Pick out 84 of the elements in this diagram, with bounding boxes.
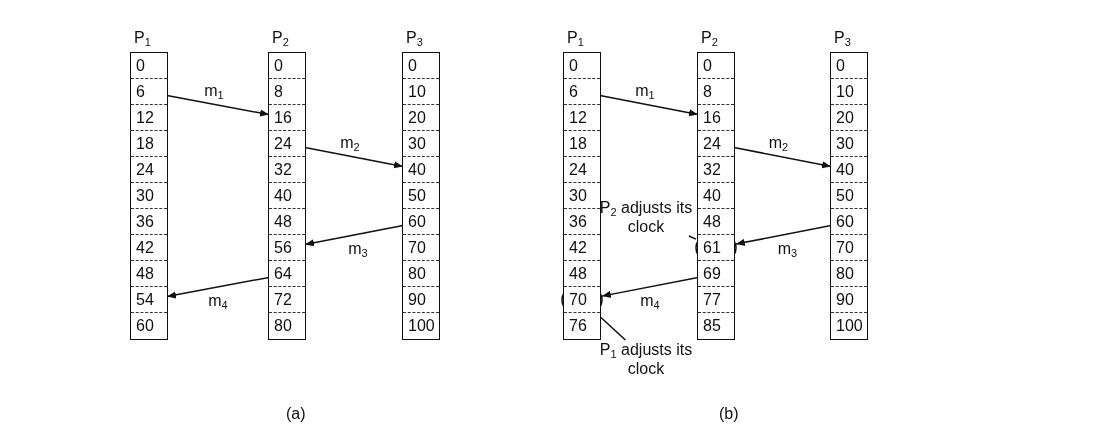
clock-value-cell: 32 (269, 157, 305, 183)
clock-value-cell: 0 (269, 53, 305, 79)
message-arrow (304, 224, 404, 247)
clock-value-cell: 60 (131, 313, 167, 339)
clock-value-cell: 48 (131, 261, 167, 287)
process-label: P$_{1}$ (134, 29, 151, 47)
clock-value-cell: 36 (131, 209, 167, 235)
clock-value-cell: 80 (831, 261, 867, 287)
message-arrow (166, 94, 270, 117)
clock-value-cell: 70 (403, 235, 439, 261)
clock-value-cell: 24 (698, 131, 734, 157)
clock-value-cell: 0 (403, 53, 439, 79)
clock-value-cell: 42 (131, 235, 167, 261)
clock-value-cell: 16 (269, 105, 305, 131)
clock-value-cell: 60 (831, 209, 867, 235)
message-arrow (601, 276, 699, 298)
clock-value-cell: 70 (831, 235, 867, 261)
clock-value-cell: 6 (564, 79, 600, 105)
clock-value-cell: 90 (403, 287, 439, 313)
clock-value-cell: 24 (269, 131, 305, 157)
clock-value-cell: 48 (698, 209, 734, 235)
clock-value-cell: 90 (831, 287, 867, 313)
clock-value-cell: 100 (403, 313, 439, 339)
clock-value-cell: 0 (131, 53, 167, 79)
clock-value-cell: 76 (564, 313, 600, 339)
leader-line (688, 235, 697, 240)
clock-value-cell: 54 (131, 287, 167, 313)
clock-value-cell: 8 (698, 79, 734, 105)
process-label: P$_{1}$ (567, 29, 584, 47)
clock-value-cell: 8 (269, 79, 305, 105)
clock-value-cell: 18 (564, 131, 600, 157)
clock-value-cell: 100 (831, 313, 867, 339)
process-label: P$_{2}$ (701, 29, 718, 47)
message-arrow (304, 146, 404, 169)
panel-label: (b) (718, 405, 740, 423)
panel-label: (a) (285, 405, 307, 423)
process-label: P$_{3}$ (406, 29, 423, 47)
clock-value-cell: 40 (698, 183, 734, 209)
clock-value-cell: 30 (403, 131, 439, 157)
clock-value-cell: 12 (564, 105, 600, 131)
clock-value-cell: 18 (131, 131, 167, 157)
clock-value-cell: 85 (698, 313, 734, 339)
clock-value-cell: 20 (403, 105, 439, 131)
clock-value-cell: 50 (403, 183, 439, 209)
message-arrow (735, 224, 832, 246)
clock-value-cell: 40 (831, 157, 867, 183)
clock-value-cell: 69 (698, 261, 734, 287)
message-arrow (166, 276, 270, 299)
clock-value-cell: 6 (131, 79, 167, 105)
annotation-text: P$_{1}$ adjusts its clock (594, 340, 698, 378)
clock-value-cell: 80 (269, 313, 305, 339)
clock-value-cell: 56 (269, 235, 305, 261)
clock-value-cell: 0 (564, 53, 600, 79)
message-arrow (599, 94, 699, 117)
clock-value-cell: 0 (698, 53, 734, 79)
clock-value-cell: 10 (831, 79, 867, 105)
clock-value-cell: 48 (269, 209, 305, 235)
clock-value-cell: 24 (131, 157, 167, 183)
clock-value-cell: 40 (269, 183, 305, 209)
clock-value-cell: 80 (403, 261, 439, 287)
message-arrow (733, 146, 832, 169)
clock-value-cell: 48 (564, 261, 600, 287)
process-label: P$_{2}$ (272, 29, 289, 47)
clock-value-cell: 70 (564, 287, 600, 313)
clock-value-cell: 30 (831, 131, 867, 157)
process-label: P$_{3}$ (834, 29, 851, 47)
clock-value-cell: 77 (698, 287, 734, 313)
clock-value-cell: 64 (269, 261, 305, 287)
clock-value-cell: 60 (403, 209, 439, 235)
clock-value-cell: 24 (564, 157, 600, 183)
clock-value-cell: 36 (564, 209, 600, 235)
clock-value-cell: 0 (831, 53, 867, 79)
clock-value-cell: 30 (564, 183, 600, 209)
clock-value-cell: 50 (831, 183, 867, 209)
clock-value-cell: 12 (131, 105, 167, 131)
clock-value-cell: 61 (698, 235, 734, 261)
clock-value-cell: 16 (698, 105, 734, 131)
clock-value-cell: 10 (403, 79, 439, 105)
clock-value-cell: 40 (403, 157, 439, 183)
clock-value-cell: 30 (131, 183, 167, 209)
clock-value-cell: 72 (269, 287, 305, 313)
clock-value-cell: 20 (831, 105, 867, 131)
clock-value-cell: 42 (564, 235, 600, 261)
clock-value-cell: 32 (698, 157, 734, 183)
